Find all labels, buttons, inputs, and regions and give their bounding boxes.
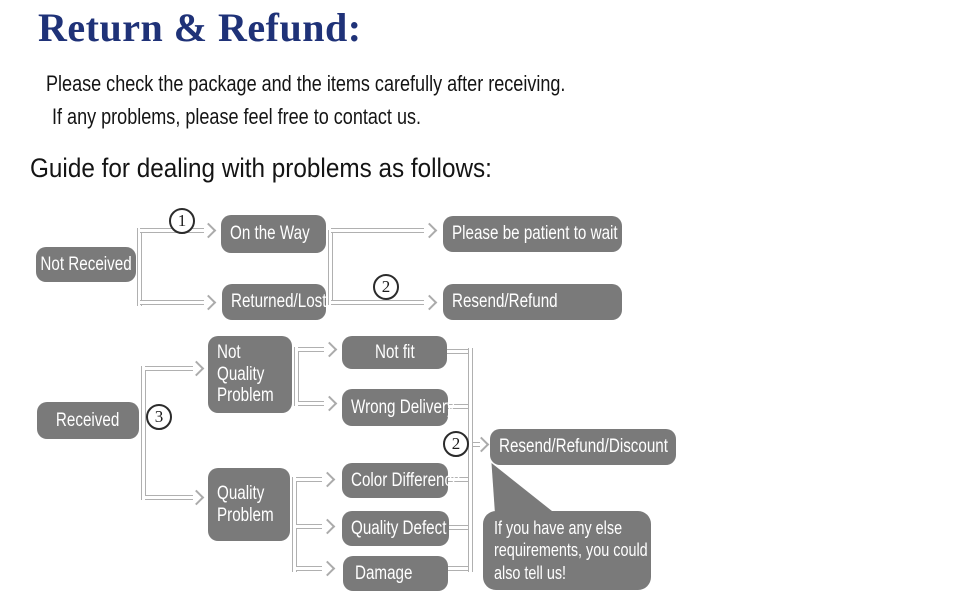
node-please-be-patient: Please be patient to wait [443, 216, 622, 252]
connector-quality-defect-out [449, 525, 468, 530]
node-returned-lost: Returned/Lost [222, 284, 326, 320]
step-circle-2-top: 2 [373, 274, 399, 300]
connector-to-damage [296, 566, 322, 571]
connector-merge-rail [468, 348, 473, 572]
node-quality-problem: Quality Problem [208, 468, 290, 541]
connector-to-please-wait [331, 228, 424, 233]
node-received: Received [37, 402, 139, 439]
connector-to-not-fit [298, 347, 324, 352]
step-circle-2-bottom: 2 [443, 431, 469, 457]
node-on-the-way: On the Way [221, 215, 326, 253]
connector-to-quality-problem [145, 495, 193, 500]
node-resend-refund-discount: Resend/Refund/Discount [490, 429, 676, 465]
node-wrong-delivery: Wrong Delivery [342, 389, 455, 426]
connector-to-returned-lost [140, 300, 204, 305]
node-resend-refund: Resend/Refund [443, 284, 622, 320]
connector-top-merge [328, 230, 333, 305]
connector-to-color-difference [296, 477, 322, 482]
node-not-fit: Not fit [342, 336, 447, 369]
connector-not-fit-out [447, 349, 468, 354]
node-damage: Damage [343, 556, 448, 591]
arrowhead-icon [473, 436, 490, 453]
arrowhead-icon [421, 294, 438, 311]
speech-bubble-tail [491, 463, 557, 515]
arrowhead-icon [188, 489, 205, 506]
arrowhead-icon [421, 222, 438, 239]
arrowhead-icon [319, 471, 336, 488]
connector-wrong-delivery-out [448, 404, 468, 409]
arrowhead-icon [188, 360, 205, 377]
node-color-difference: Color Difference [342, 463, 461, 498]
arrowhead-icon [321, 341, 338, 358]
connector-to-resend-refund [331, 300, 424, 305]
page-title: Return & Refund: [38, 5, 362, 50]
node-not-received: Not Received [36, 247, 136, 282]
arrowhead-icon [319, 560, 336, 577]
connector-color-difference-out [448, 477, 468, 482]
arrowhead-icon [200, 294, 217, 311]
arrowhead-icon [321, 395, 338, 412]
connector-nqp-branch [294, 347, 299, 406]
intro-line-2: If any problems, please feel free to con… [52, 104, 422, 129]
speech-bubble: If you have any else requirements, you c… [483, 511, 651, 590]
connector-received-branch [141, 366, 146, 500]
step-circle-1: 1 [169, 208, 195, 234]
arrowhead-icon [319, 518, 336, 535]
node-not-quality-problem: Not Quality Problem [208, 336, 292, 413]
step-circle-3: 3 [146, 404, 172, 430]
node-quality-defect: Quality Defect [342, 511, 449, 546]
arrowhead-icon [200, 222, 217, 239]
connector-to-wrong-delivery [298, 401, 324, 406]
intro-line-1: Please check the package and the items c… [46, 71, 566, 96]
connector-damage-out [448, 566, 468, 571]
connector-to-resend-refund-discount [473, 442, 480, 447]
connector-to-not-quality-problem [145, 366, 193, 371]
guide-heading: Guide for dealing with problems as follo… [30, 153, 492, 183]
connector-not-received-branch [137, 228, 142, 306]
connector-to-quality-defect [296, 524, 322, 529]
